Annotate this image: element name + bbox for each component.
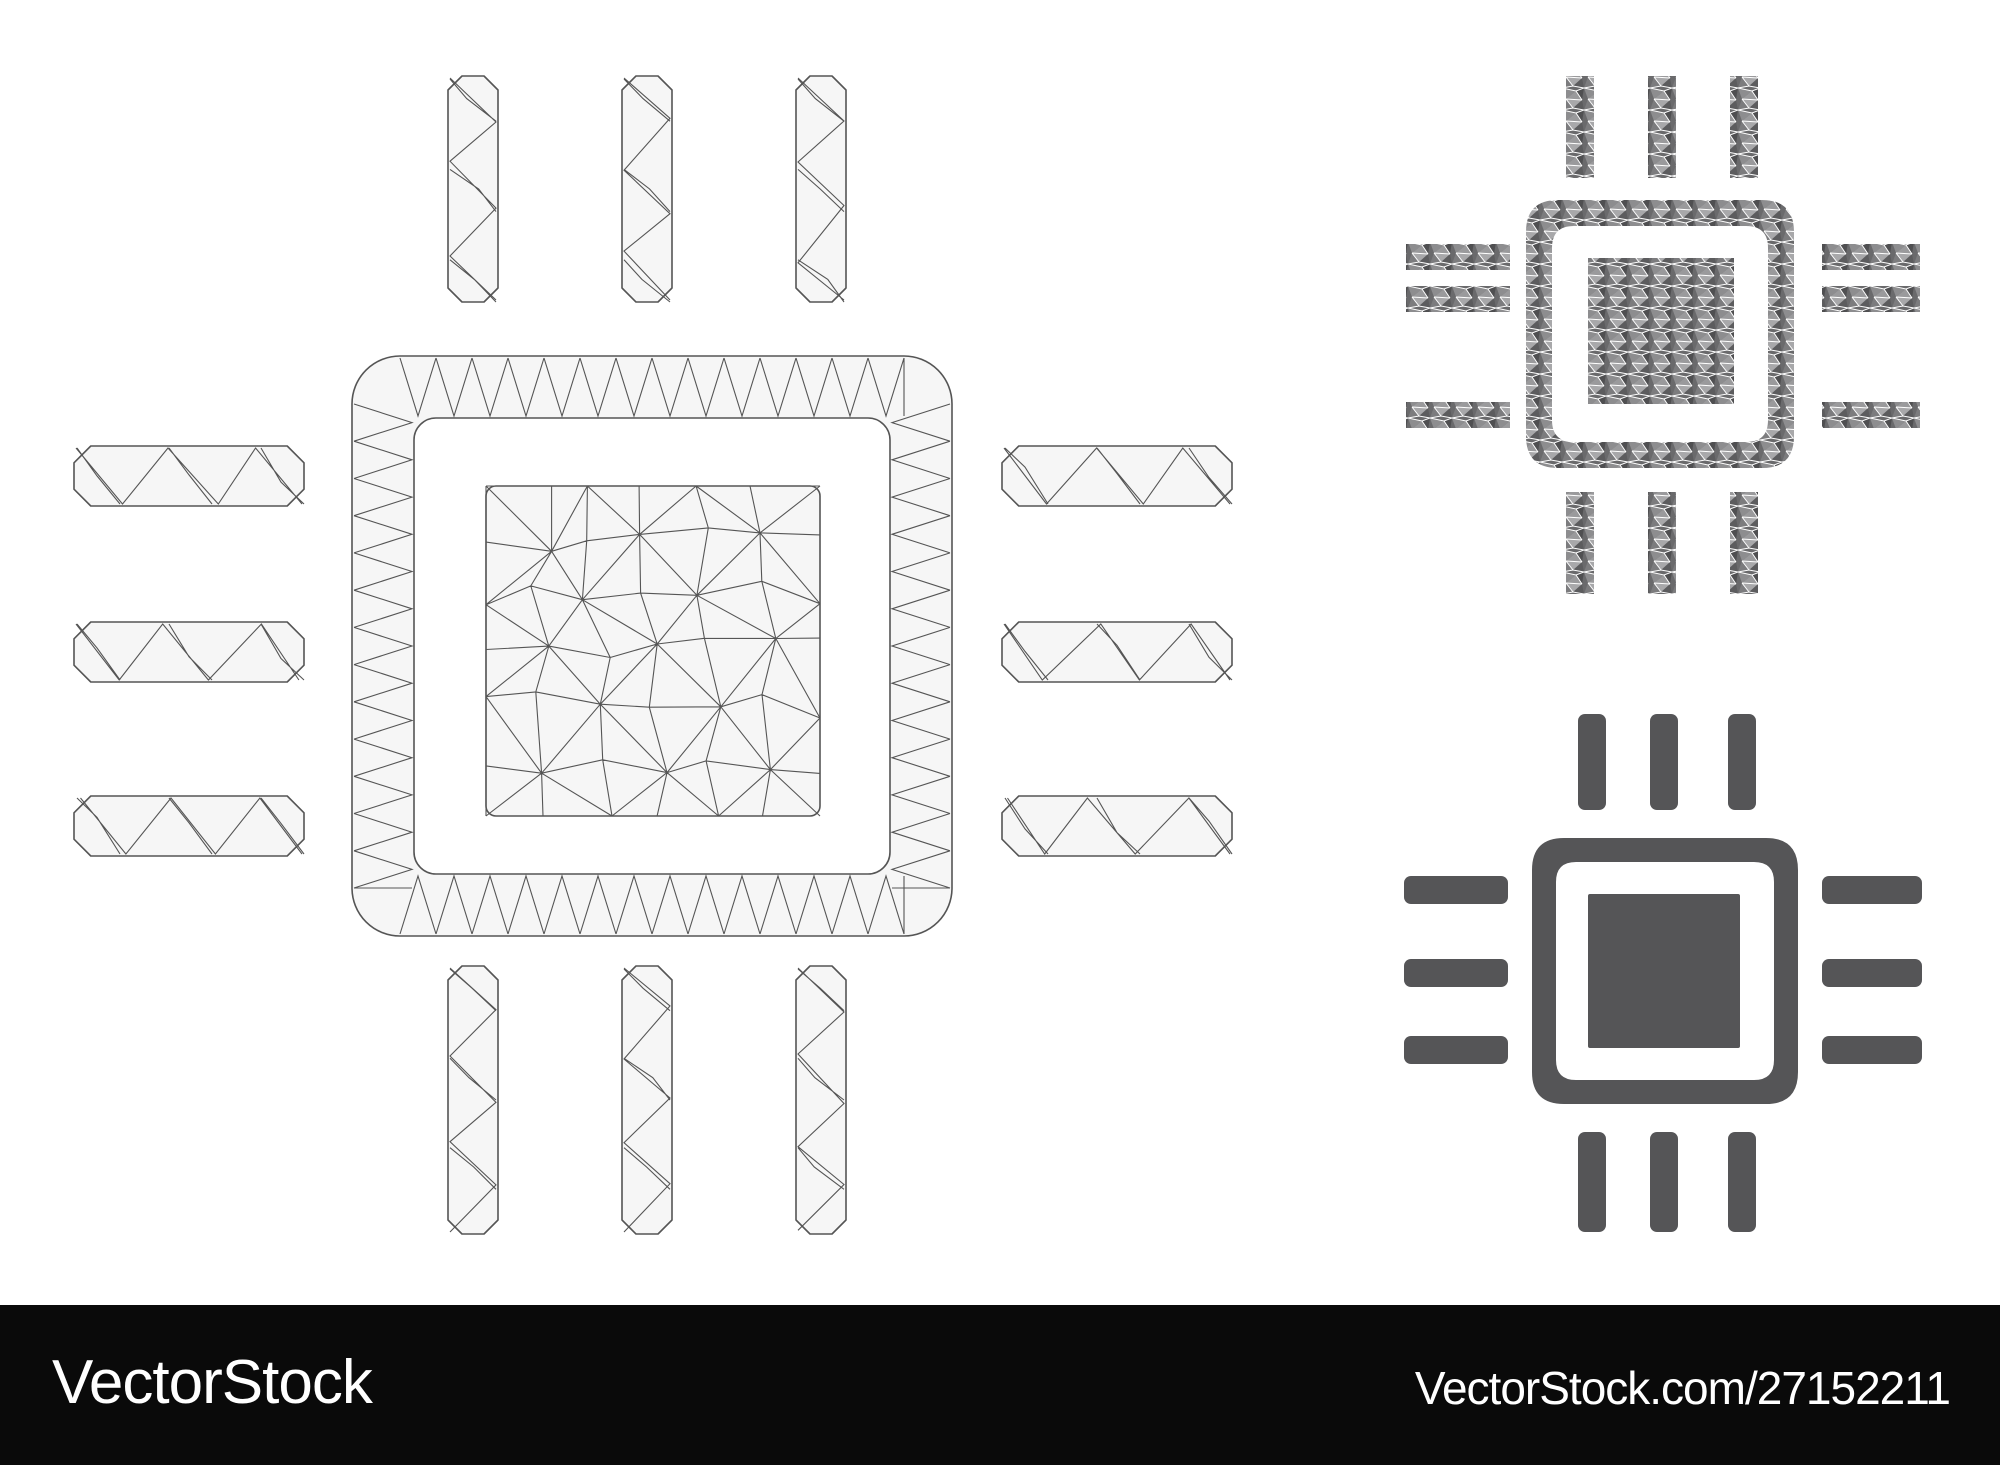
mosaic-frame <box>1526 200 1794 468</box>
mosaic-pin <box>1822 402 1920 428</box>
solid-pin <box>1404 876 1508 904</box>
mesh-core-triangles <box>485 485 821 817</box>
mesh-pin-triangles <box>449 77 497 303</box>
cpu-mesh-icon <box>73 75 1233 1235</box>
solid-pin <box>1404 1036 1508 1064</box>
mosaic-pin <box>1566 76 1594 178</box>
mesh-pin-triangles <box>75 447 305 505</box>
mesh-pin-triangles <box>797 967 845 1231</box>
solid-pin <box>1822 959 1922 987</box>
mosaic-pin <box>1648 492 1676 594</box>
mosaic-pin <box>1648 76 1676 178</box>
mesh-pin <box>73 795 305 857</box>
mosaic-pin <box>1730 492 1758 594</box>
vectorstock-logo: VectorStock <box>52 1348 373 1417</box>
solid-pin <box>1650 1132 1678 1232</box>
solid-pin <box>1578 1132 1606 1232</box>
cpu-mosaic-icon <box>1406 76 1920 594</box>
mesh-pin <box>621 75 673 303</box>
solid-pin <box>1728 714 1756 810</box>
mosaic-pin <box>1822 244 1920 270</box>
mesh-pin-triangles <box>1003 447 1233 505</box>
mesh-pin-triangles <box>75 623 305 681</box>
solid-core <box>1588 894 1740 1048</box>
mosaic-pin <box>1406 402 1510 428</box>
stock-id-label: VectorStock.com/27152211 <box>1414 1362 1951 1414</box>
solid-pin <box>1822 876 1922 904</box>
mesh-pin <box>447 965 499 1235</box>
mesh-pin <box>1001 621 1233 683</box>
mesh-pin-triangles <box>797 77 845 303</box>
mesh-frame-triangles <box>353 357 951 935</box>
mesh-pin-triangles <box>1003 623 1233 681</box>
mesh-pin-triangles <box>623 77 671 303</box>
mesh-pin <box>795 75 847 303</box>
solid-pin <box>1822 1036 1922 1064</box>
mosaic-pin <box>1406 244 1510 270</box>
mesh-pin-triangles <box>1004 797 1233 855</box>
mosaic-pin <box>1822 286 1920 312</box>
solid-pin <box>1404 959 1508 987</box>
solid-pin <box>1578 714 1606 810</box>
solid-frame <box>1532 838 1798 1104</box>
mesh-pin-triangles <box>76 797 305 855</box>
mesh-pin <box>73 621 305 683</box>
solid-pin <box>1728 1132 1756 1232</box>
mosaic-pin <box>1730 76 1758 178</box>
mosaic-pin <box>1566 492 1594 594</box>
mesh-pin <box>1001 445 1233 507</box>
cpu-solid-icon <box>1404 714 1922 1232</box>
mesh-pin <box>621 965 673 1235</box>
solid-pin <box>1650 714 1678 810</box>
mesh-pin <box>795 965 847 1235</box>
mesh-pin <box>1001 795 1233 857</box>
mosaic-core <box>1588 258 1734 404</box>
mesh-pin-triangles <box>623 967 671 1233</box>
mosaic-pin <box>1406 286 1510 312</box>
mesh-pin-triangles <box>449 967 497 1233</box>
footer-bar: VectorStock VectorStock.com/27152211 <box>0 1305 2000 1465</box>
